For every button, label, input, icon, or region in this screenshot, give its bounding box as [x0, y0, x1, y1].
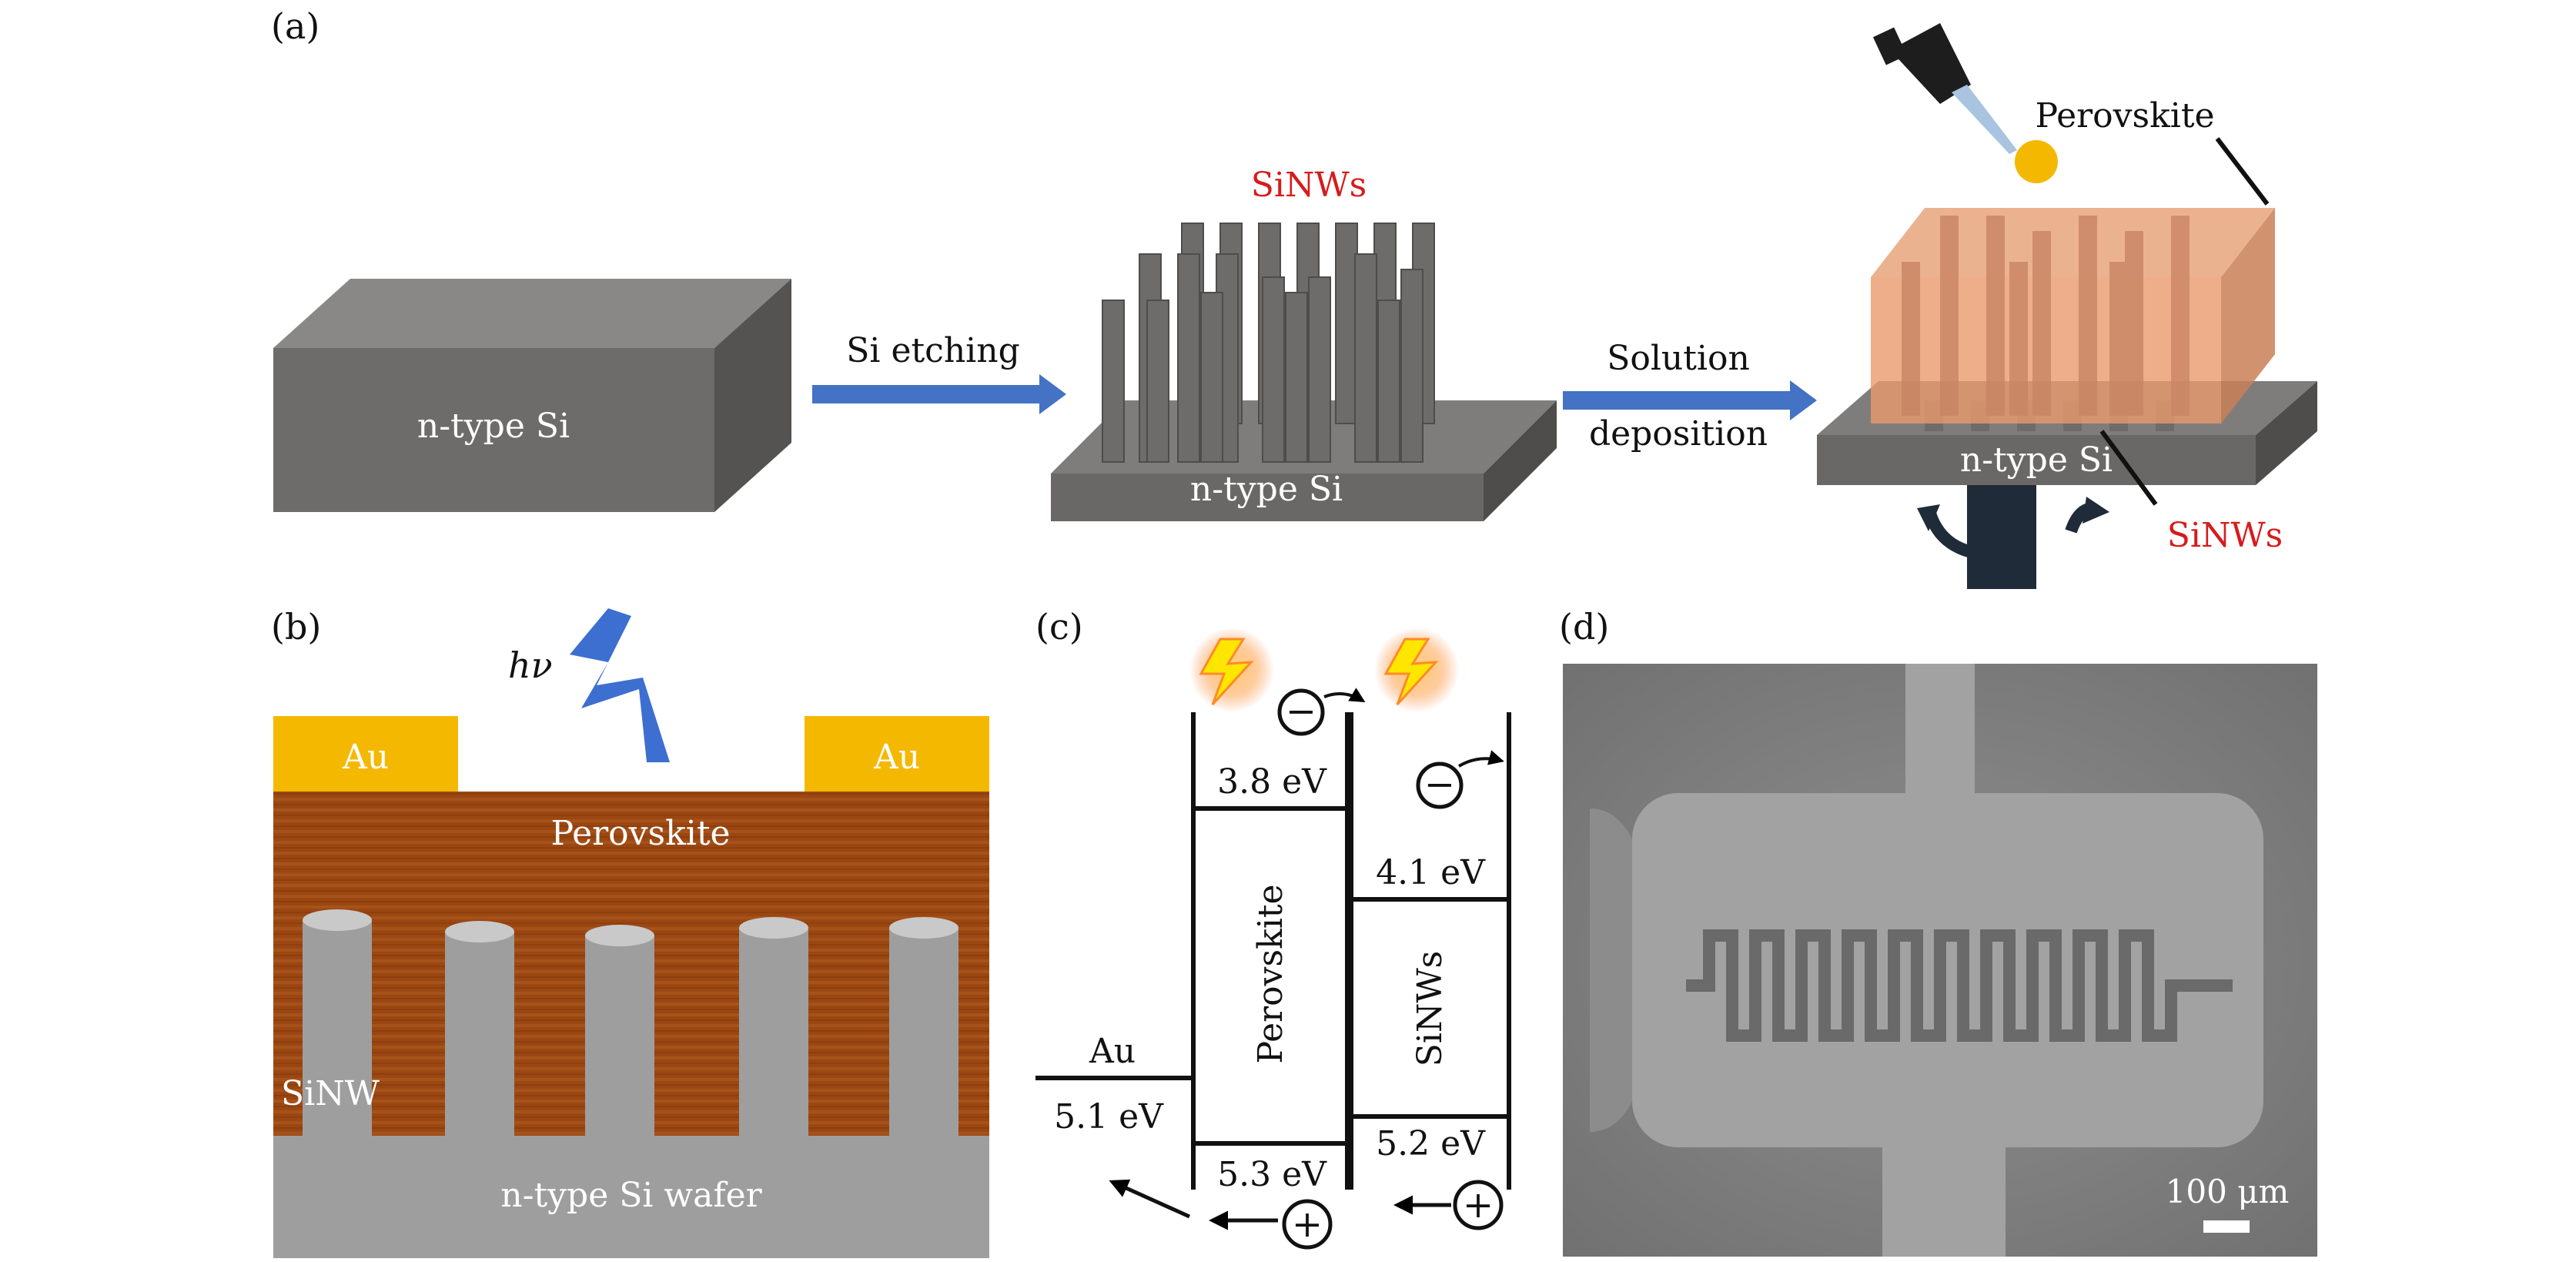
etching-arrow-label: Si etching: [846, 331, 1019, 370]
svg-text:−: −: [1424, 763, 1455, 806]
light-label: hν: [508, 644, 553, 686]
perovskite-vb: 5.3 eV: [1217, 1155, 1327, 1194]
perovskite-label-c: Perovskite: [1251, 884, 1290, 1063]
gold-electrode-left-label: Au: [342, 738, 389, 777]
spin-coater: [1917, 481, 2109, 589]
deposition-label-2: deposition: [1589, 414, 1768, 454]
final-nanowire-label: SiNWs: [2167, 516, 2283, 555]
lightning-icon: [570, 608, 670, 762]
gold-electrode-right: [805, 716, 989, 792]
sinws-cb: 4.1 eV: [1376, 853, 1486, 892]
electron-2-arrow: [1457, 750, 1504, 768]
electron-1-arrow: [1323, 688, 1366, 703]
nanowire-array: [1051, 223, 1557, 521]
au-label-c: Au: [1089, 1032, 1136, 1071]
band-diagram: [1035, 712, 1511, 1190]
perovskite-label-a: Perovskite: [2035, 96, 2214, 136]
panel-b: (b) hν Au Au Perovskite SiNW n-type Si w…: [271, 606, 989, 1258]
nanowire-label-b: SiNW: [281, 1074, 380, 1113]
panel-d: (d) 100 μm: [1559, 606, 2317, 1257]
electron-2: −: [1416, 762, 1464, 809]
scale-bar: [2203, 1220, 2250, 1233]
panel-c: (c) Au 5.1 eV 3.8 eV 5.3 eV 4.1 eV 5.2 e…: [1035, 606, 1511, 1250]
sinws-vb: 5.2 eV: [1376, 1124, 1486, 1163]
wafer-label: n-type Si wafer: [500, 1176, 762, 1215]
svg-text:−: −: [1286, 690, 1316, 733]
scale-label: 100 μm: [2166, 1173, 2290, 1210]
deposition-arrow: [1563, 380, 1817, 420]
au-level: 5.1 eV: [1054, 1097, 1164, 1136]
nanowire-substrate-label: n-type Si: [1190, 470, 1343, 509]
panel-a: (a) n-type Si Si etching: [271, 5, 2317, 589]
svg-text:+: +: [1292, 1203, 1323, 1246]
hole-arrows: [1109, 1179, 1451, 1230]
nanowire-pillars: [303, 909, 958, 1136]
hole-1: +: [1282, 1199, 1333, 1250]
silicon-block-label: n-type Si: [417, 407, 570, 446]
panel-d-label: (d): [1559, 606, 1609, 648]
perovskite-label-b: Perovskite: [550, 814, 730, 853]
final-substrate-label: n-type Si: [1960, 440, 2113, 480]
gold-electrode-left: [273, 716, 458, 792]
serpentine-channel: [1686, 929, 2233, 1042]
electron-1: −: [1277, 688, 1325, 736]
silicon-block: [273, 279, 791, 512]
panel-c-label: (c): [1035, 606, 1083, 648]
deposition-label-1: Solution: [1607, 339, 1750, 378]
electrode-pattern: [1590, 664, 2263, 1257]
nanowire-label: SiNWs: [1251, 166, 1367, 205]
silicon-wafer: [273, 1136, 989, 1258]
panel-b-label: (b): [271, 606, 321, 648]
panel-a-label: (a): [271, 5, 319, 47]
sinws-pointer: [2099, 430, 2158, 506]
photon-icons: [1189, 628, 1459, 712]
etching-arrow: [812, 374, 1066, 414]
sinws-label-c: SiNWs: [1410, 951, 1450, 1067]
final-device: [1817, 208, 2317, 485]
svg-text:+: +: [1463, 1183, 1494, 1227]
perovskite-cb: 3.8 eV: [1217, 762, 1327, 802]
perovskite-pointer: [2215, 137, 2270, 206]
gold-electrode-right-label: Au: [873, 738, 920, 777]
hole-2: +: [1453, 1180, 1504, 1230]
pipette-icon: [1872, 23, 2058, 183]
